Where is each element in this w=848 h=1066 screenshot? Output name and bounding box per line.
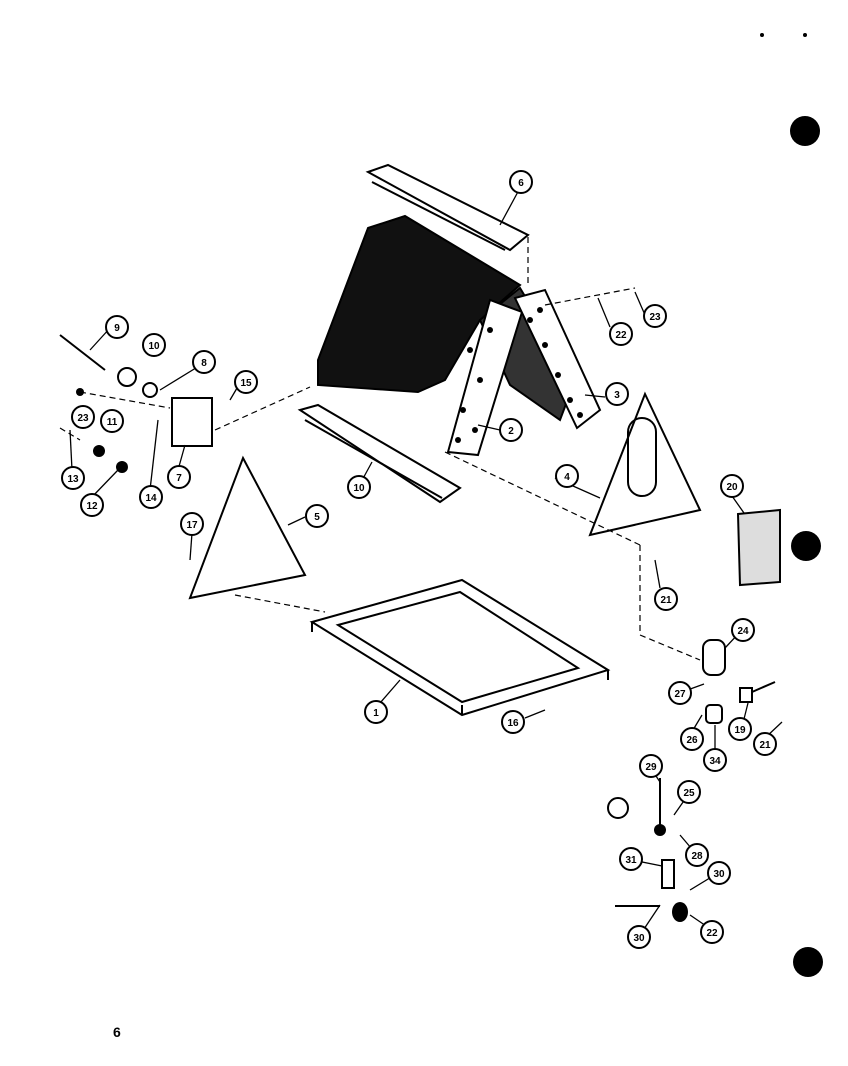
callout-label: 24: [737, 626, 749, 637]
callout-21-panel: 21: [654, 587, 678, 611]
callout-11: 11: [100, 409, 124, 433]
callout-label: 29: [645, 762, 657, 773]
callout-17: 17: [180, 512, 204, 536]
callout-7: 7: [167, 465, 191, 489]
callout-label: 23: [649, 312, 661, 323]
right-side-panel: [588, 391, 702, 537]
callout-30-right: 30: [707, 861, 731, 885]
callout-label: 34: [709, 756, 721, 767]
callout-label: 21: [660, 595, 672, 606]
callout-label: 26: [686, 735, 698, 746]
callout-label: 3: [614, 390, 620, 401]
callout-26: 26: [680, 727, 704, 751]
callout-10-top: 10: [142, 333, 166, 357]
leader-lines: [69, 187, 783, 936]
callout-label: 22: [615, 330, 627, 341]
callout-label: 17: [186, 520, 198, 531]
valve-assembly: [702, 639, 776, 724]
callout-label: 1: [373, 708, 379, 719]
drain-channel-part: [297, 403, 462, 504]
callout-15: 15: [234, 370, 258, 394]
callout-label: 6: [518, 178, 524, 189]
callout-label: 19: [734, 725, 746, 736]
callout-label: 10: [148, 341, 160, 352]
left-fittings: [59, 334, 213, 473]
callout-label: 28: [691, 851, 703, 862]
callout-label: 25: [683, 788, 695, 799]
callout-12: 12: [80, 493, 104, 517]
binder-hole-bottom: [793, 947, 823, 977]
callout-1: 1: [364, 700, 388, 724]
callout-19: 19: [728, 717, 752, 741]
callout-label: 30: [713, 869, 725, 880]
callout-6: 6: [509, 170, 533, 194]
callout-24: 24: [731, 618, 755, 642]
callout-label: 11: [107, 417, 118, 428]
callout-5-left: 5: [305, 504, 329, 528]
callout-label: 4: [564, 472, 570, 483]
callout-label: 30: [633, 933, 645, 944]
callout-label: 9: [114, 323, 120, 334]
callout-label: 14: [145, 493, 157, 504]
a-coil: [317, 214, 602, 457]
callout-label: 8: [201, 358, 207, 369]
callout-bubbles: 1 2 3 4 5 6 7 8 9 10 10 11 12 13 14 15 1…: [61, 170, 777, 949]
callout-29: 29: [639, 754, 663, 778]
callout-23-left: 23: [71, 405, 95, 429]
callout-30-left: 30: [627, 925, 651, 949]
binder-hole-middle: [791, 531, 821, 561]
callout-label: 20: [726, 482, 738, 493]
callout-22-bottom: 22: [700, 920, 724, 944]
callout-label: 10: [353, 483, 365, 494]
speck: [803, 33, 807, 37]
callout-label: 7: [176, 473, 182, 484]
callout-9: 9: [105, 315, 129, 339]
callout-label: 16: [507, 718, 519, 729]
callout-label: 31: [625, 855, 637, 866]
callout-label: 21: [759, 740, 771, 751]
callout-25: 25: [677, 780, 701, 804]
callout-label: 27: [674, 689, 686, 700]
filter-pad: [736, 508, 781, 587]
callout-34: 34: [703, 748, 727, 772]
binder-hole-top: [790, 116, 820, 146]
callout-label: 5: [314, 512, 320, 523]
callout-label: 15: [240, 378, 252, 389]
callout-13: 13: [61, 466, 85, 490]
specks: [760, 33, 764, 37]
callout-label: 12: [86, 501, 98, 512]
fitting-assembly: [607, 778, 688, 922]
callout-label: 13: [67, 474, 79, 485]
callout-14: 14: [139, 485, 163, 509]
callout-27: 27: [668, 681, 692, 705]
callout-21-valve: 21: [753, 732, 777, 756]
callout-label: 2: [508, 426, 514, 437]
page-number: 6: [113, 1024, 121, 1040]
callout-label: 23: [77, 413, 89, 424]
base-frame: [309, 578, 611, 717]
callout-16: 16: [501, 710, 525, 734]
top-channel-part: [365, 163, 530, 252]
callout-8: 8: [192, 350, 216, 374]
left-side-panel: [188, 455, 307, 600]
callout-23-right: 23: [643, 304, 667, 328]
callout-4: 4: [555, 464, 579, 488]
callout-31: 31: [619, 847, 643, 871]
callout-label: 22: [706, 928, 718, 939]
callout-10-drain: 10: [347, 475, 371, 499]
callout-2: 2: [499, 418, 523, 442]
callout-3: 3: [605, 382, 629, 406]
callout-28: 28: [685, 843, 709, 867]
callout-20: 20: [720, 474, 744, 498]
callout-22-top: 22: [609, 322, 633, 346]
